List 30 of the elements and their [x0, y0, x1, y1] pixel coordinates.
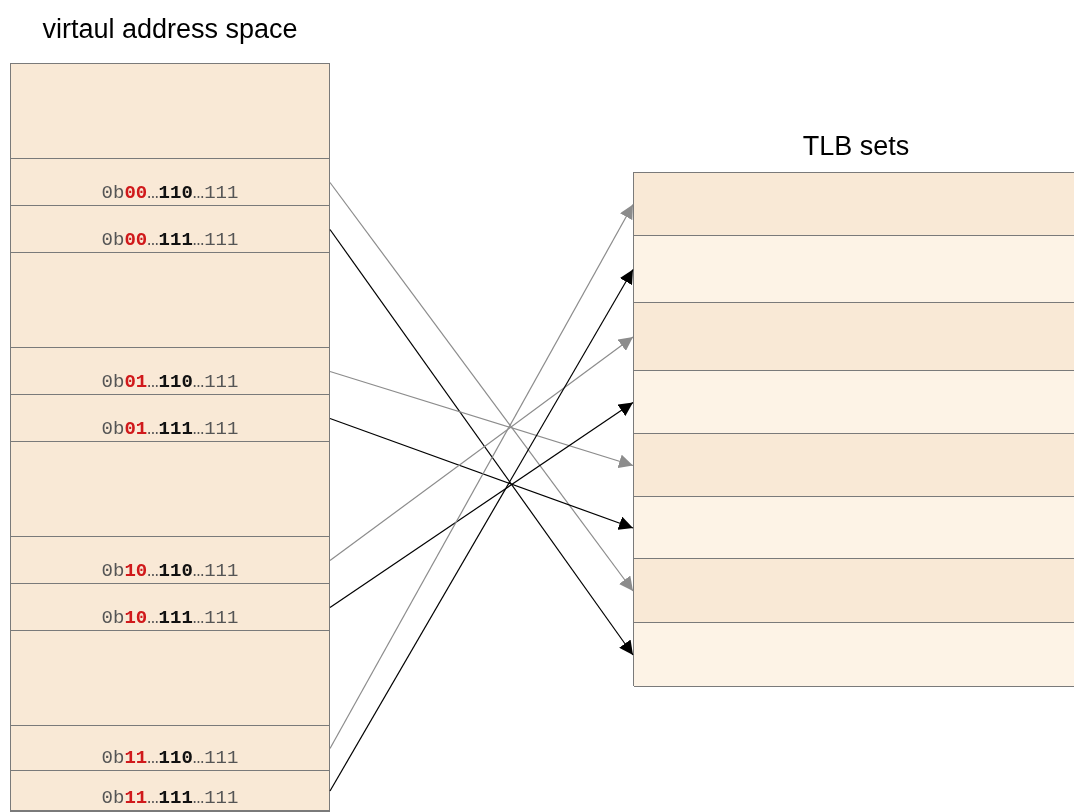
arrow — [329, 228, 634, 656]
column-heading: virtaul address space — [41, 14, 299, 45]
arrow — [329, 417, 634, 530]
arrow — [329, 181, 634, 592]
tlb-set-row — [634, 559, 1074, 623]
arrow — [329, 268, 634, 792]
memory-row — [11, 64, 329, 159]
address-row: 0b10…110…111 — [11, 537, 329, 584]
memory-row — [11, 442, 329, 537]
tlb-set-row — [634, 371, 1074, 434]
arrow — [329, 370, 634, 469]
arrow — [329, 336, 634, 562]
tlb-set-row — [634, 623, 1074, 687]
address-row: 0b10…111…111 — [11, 584, 329, 631]
address-row: 0b11…110…111 — [11, 726, 329, 771]
tlb-set-row — [634, 434, 1074, 497]
address-row: 0b01…111…111 — [11, 395, 329, 442]
tlb-set-row — [634, 497, 1074, 559]
address-row: 0b11…111…111 — [11, 771, 329, 811]
arrow — [329, 203, 634, 750]
address-row: 0b00…110…111 — [11, 159, 329, 206]
memory-row — [11, 253, 329, 348]
memory-row — [11, 631, 329, 726]
column-heading: TLB sets — [801, 131, 911, 162]
address-row: 0b01…110…111 — [11, 348, 329, 395]
tlb-set-row — [634, 173, 1074, 236]
tlb-set-row — [634, 236, 1074, 303]
address-row: 0b00…111…111 — [11, 206, 329, 253]
tlb-set-row — [634, 303, 1074, 371]
arrow — [329, 401, 634, 609]
